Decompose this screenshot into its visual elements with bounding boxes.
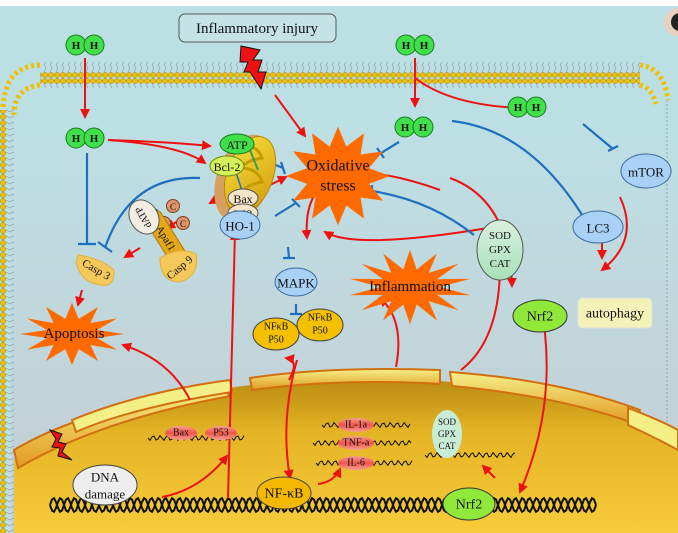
svg-text:Bcl-2: Bcl-2 xyxy=(214,160,241,174)
lightning-bolt-icon-dna xyxy=(48,429,73,461)
svg-text:Inflammation: Inflammation xyxy=(369,279,451,295)
inhibition-lines xyxy=(78,119,619,316)
svg-text:Oxidative: Oxidative xyxy=(306,158,369,175)
svg-text:ATP: ATP xyxy=(226,138,248,152)
hydrogen-atom xyxy=(412,116,434,138)
cytochrome-c: C xyxy=(166,199,180,213)
mrna-strand xyxy=(424,451,516,459)
svg-text:HO-1: HO-1 xyxy=(225,219,255,234)
svg-text:Nrf2: Nrf2 xyxy=(456,498,482,513)
svg-text:P53: P53 xyxy=(213,428,229,439)
il6-node: IL-6 xyxy=(338,456,374,470)
svg-text:NFκB: NFκB xyxy=(308,313,333,324)
nucleus-nrf2-node: Nrf2 xyxy=(442,487,496,521)
svg-text:IL-6: IL-6 xyxy=(347,458,365,469)
nucleus-nfkb-node: NF-κB xyxy=(256,476,312,510)
hydrogen-atom-label: H xyxy=(514,102,523,114)
svg-text:C: C xyxy=(170,202,176,212)
bax-node: Bax xyxy=(227,188,259,208)
hydrogen-atom-label: H xyxy=(90,40,99,52)
svg-text:IL-1a: IL-1a xyxy=(345,420,368,431)
nrf2-cytoplasm-node: Nrf2 xyxy=(512,299,568,333)
lc3-node: LC3 xyxy=(572,210,624,244)
autophagy-box: autophagy xyxy=(577,297,653,329)
apoptosis-burst: Apoptosis xyxy=(20,302,124,366)
hydrogen-atom-label: H xyxy=(72,40,81,52)
svg-text:autophagy: autophagy xyxy=(586,307,644,322)
hydrogen-atom-label: H xyxy=(72,133,81,145)
nfkb-p50-complex: NFκB P50 NFκB P50 xyxy=(252,308,344,351)
inflammatory-injury-box: Inflammatory injury xyxy=(178,13,337,43)
hydrogen-atom xyxy=(83,34,105,56)
svg-text:MAPK: MAPK xyxy=(277,276,315,291)
svg-text:Inflammatory injury: Inflammatory injury xyxy=(196,21,319,37)
bcl2-node: Bcl-2 xyxy=(209,155,245,177)
svg-text:stress: stress xyxy=(320,178,356,195)
svg-text:GPX: GPX xyxy=(489,244,511,256)
svg-text:GPX: GPX xyxy=(438,429,457,439)
svg-text:Bax: Bax xyxy=(233,192,252,206)
lightning-bolt-icon xyxy=(239,45,267,91)
antioxidant-enzymes-node: SOD GPX CAT xyxy=(476,219,524,281)
nucleus-antioxidant-node: SOD GPX CAT xyxy=(432,410,462,458)
svg-text:Bax: Bax xyxy=(173,428,189,439)
hydrogen-atom-label: H xyxy=(419,122,428,134)
svg-text:C: C xyxy=(180,219,186,229)
dna-damage-node: DNA damage xyxy=(72,464,138,506)
hydrogen-atom xyxy=(83,127,105,149)
svg-text:SOD: SOD xyxy=(489,230,511,242)
datp-node: dATP xyxy=(128,199,160,235)
dna-helix xyxy=(49,496,597,514)
inflammation-burst: Inflammation xyxy=(349,249,471,325)
svg-text:damage: damage xyxy=(85,487,126,502)
mtor-node: mTOR xyxy=(620,153,672,189)
svg-text:P50: P50 xyxy=(268,335,284,346)
tnfa-node: TNF-a xyxy=(338,436,374,450)
svg-text:LC3: LC3 xyxy=(586,221,609,236)
hydrogen-atom-label: H xyxy=(402,40,411,52)
hydrogen-atom-label: H xyxy=(420,40,429,52)
cell-membrane xyxy=(40,62,640,88)
mapk-node: MAPK xyxy=(274,267,318,297)
hydrogen-atom-label: H xyxy=(532,102,541,114)
svg-text:CAT: CAT xyxy=(490,258,511,270)
svg-text:CAT: CAT xyxy=(438,441,456,451)
svg-text:NFκB: NFκB xyxy=(264,322,289,333)
cell-membrane-left xyxy=(0,110,14,533)
atp-node: ATP xyxy=(219,133,255,155)
svg-text:Apoptosis: Apoptosis xyxy=(44,326,105,342)
hydrogen-atom-label: H xyxy=(401,122,410,134)
il1a-node: IL-1a xyxy=(338,418,374,432)
hydrogen-atom xyxy=(413,34,435,56)
nucleus xyxy=(14,377,678,533)
svg-text:P50: P50 xyxy=(312,326,328,337)
oxidative-stress-burst: Oxidative stress xyxy=(286,126,390,226)
hydrogen-atom xyxy=(525,96,547,118)
nucleus-bax: Bax xyxy=(165,426,197,440)
svg-text:SOD: SOD xyxy=(438,417,457,427)
nucleus-p53: P53 xyxy=(205,426,237,440)
svg-text:TNF-a: TNF-a xyxy=(343,438,370,449)
svg-text:NF-κB: NF-κB xyxy=(265,487,304,502)
hydrogen-atom-label: H xyxy=(90,133,99,145)
cytochrome-c: C xyxy=(176,216,190,230)
svg-text:mTOR: mTOR xyxy=(628,165,664,180)
ho1-node: HO-1 xyxy=(219,210,261,240)
svg-text:Nrf2: Nrf2 xyxy=(527,310,553,325)
svg-text:DNA: DNA xyxy=(91,470,120,485)
